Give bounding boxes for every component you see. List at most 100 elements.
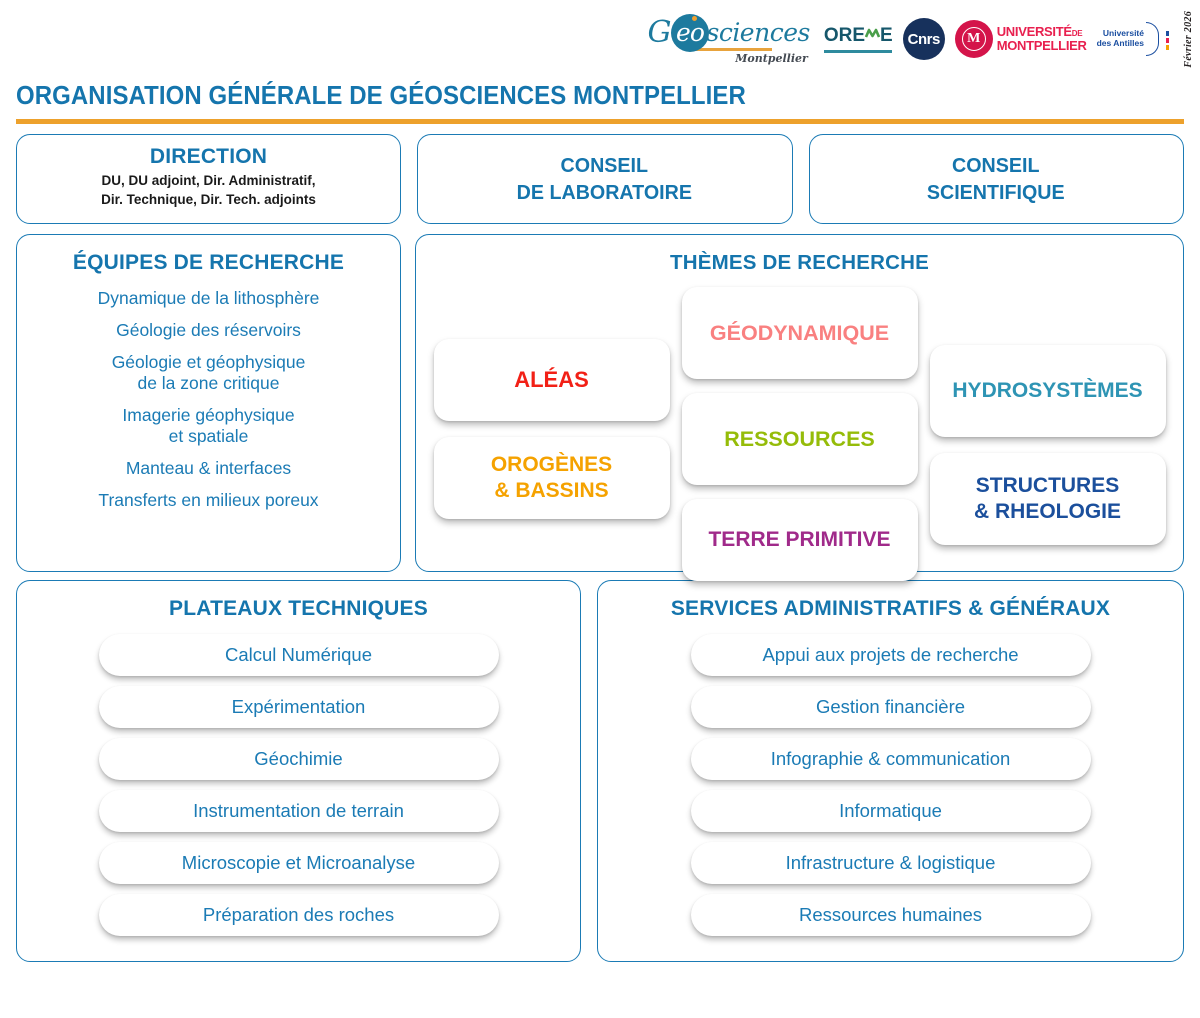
list-item[interactable]: Infographie & communication xyxy=(690,738,1091,780)
theme-card-label-line: & BASSINS xyxy=(494,479,609,502)
list-item[interactable]: Infrastructure & logistique xyxy=(690,842,1091,884)
equipe-item-line: Manteau & interfaces xyxy=(125,458,292,478)
theme-card[interactable]: STRUCTURES& RHEOLOGIE xyxy=(929,453,1166,545)
governance-row: DIRECTION DU, DU adjoint, Dir. Administr… xyxy=(0,124,1200,224)
theme-card-label: GÉODYNAMIQUE xyxy=(710,320,889,346)
geosciences-circle-mark: eo xyxy=(671,13,710,52)
theme-card[interactable]: RESSOURCES xyxy=(681,393,918,485)
theme-card[interactable]: OROGÈNES& BASSINS xyxy=(433,437,670,519)
geosciences-montpellier-logo: G eo sciences Montpellier xyxy=(647,13,814,65)
equipe-item-line: Géologie des réservoirs xyxy=(116,320,301,340)
theme-card[interactable]: ALÉAS xyxy=(433,339,670,421)
universite-de-montpellier-logo: M UNIVERSITÉDE MONTPELLIER xyxy=(954,20,1087,58)
conseil-scientifique-panel[interactable]: CONSEIL SCIENTIFIQUE xyxy=(808,134,1184,224)
equipe-item-line: et spatiale xyxy=(168,426,249,446)
direction-panel[interactable]: DIRECTION DU, DU adjoint, Dir. Administr… xyxy=(16,134,401,224)
geosciences-accent-dot xyxy=(691,15,697,21)
theme-card[interactable]: HYDROSYSTÈMES xyxy=(929,345,1166,437)
list-item-label: Infrastructure & logistique xyxy=(785,852,996,873)
cnrs-logo: Cnrs xyxy=(902,18,945,60)
list-item[interactable]: Informatique xyxy=(690,790,1091,832)
equipes-de-recherche-panel[interactable]: ÉQUIPES DE RECHERCHE Dynamique de la lit… xyxy=(16,234,401,572)
list-item-label: Gestion financière xyxy=(815,696,966,717)
um-seal-letter: M xyxy=(961,27,986,51)
list-item-label: Infographie & communication xyxy=(770,748,1011,769)
page-title: ORGANISATION GÉNÉRALE DE GÉOSCIENCES MON… xyxy=(16,82,746,110)
theme-card-label-line: GÉODYNAMIQUE xyxy=(709,320,890,345)
equipe-item[interactable]: Dynamique de la lithosphère xyxy=(27,288,390,309)
theme-card[interactable]: TERRE PRIMITIVE xyxy=(681,499,918,581)
equipe-item-line: Dynamique de la lithosphère xyxy=(97,288,320,308)
direction-heading: DIRECTION xyxy=(149,145,268,169)
publication-date: Février 2026 xyxy=(1183,10,1194,68)
oreme-text-right: E xyxy=(880,25,893,46)
oreme-wave-svg xyxy=(864,28,881,38)
um-line1-suffix: DE xyxy=(1071,29,1083,39)
oreme-wave-icon xyxy=(864,27,881,41)
um-line1: UNIVERSITÉDE xyxy=(997,25,1087,39)
geosciences-circle-text: eo xyxy=(676,18,705,47)
theme-card-label-line: OROGÈNES xyxy=(490,453,613,477)
list-item[interactable]: Microscopie et Microanalyse xyxy=(98,842,499,884)
equipe-item-line: Géologie et géophysique xyxy=(111,352,306,372)
themes-de-recherche-panel[interactable]: THÈMES DE RECHERCHE ALÉAS OROGÈNES& BASSI… xyxy=(415,234,1184,581)
equipe-item-line: de la zone critique xyxy=(137,373,280,393)
um-line1-text: UNIVERSITÉ xyxy=(996,24,1072,40)
cnrs-wordmark: Cnrs xyxy=(907,30,941,48)
geosciences-lead-letter: G xyxy=(647,14,672,50)
list-item-label: Préparation des roches xyxy=(202,904,395,925)
theme-card-label: OROGÈNES& BASSINS xyxy=(491,452,612,503)
um-line2: MONTPELLIER xyxy=(996,38,1087,53)
conseil-sci-line1: CONSEIL xyxy=(952,153,1040,177)
list-item[interactable]: Préparation des roches xyxy=(98,894,499,936)
list-item[interactable]: Ressources humaines xyxy=(690,894,1091,936)
themes-column-right: HYDROSYSTÈMES STRUCTURES& RHEOLOGIE xyxy=(929,287,1166,545)
themes-panel-title: THÈMES DE RECHERCHE xyxy=(670,251,929,274)
oreme-underline xyxy=(824,50,893,53)
um-seal-icon: M xyxy=(954,20,993,58)
list-item[interactable]: Appui aux projets de recherche xyxy=(690,634,1091,676)
equipe-item[interactable]: Manteau & interfaces xyxy=(27,458,390,479)
theme-card[interactable]: GÉODYNAMIQUE xyxy=(681,287,918,379)
list-item-label: Informatique xyxy=(839,800,942,821)
equipe-item[interactable]: Transferts en milieux poreux xyxy=(27,490,390,511)
conseil-sci-line2: SCIENTIFIQUE xyxy=(927,181,1066,204)
themes-grid: ALÉAS OROGÈNES& BASSINS GÉODYNAMIQUE RESSO… xyxy=(428,287,1171,581)
list-item-label: Expérimentation xyxy=(231,696,366,717)
list-item[interactable]: Gestion financière xyxy=(690,686,1091,728)
direction-subtitle: DU, DU adjoint, Dir. Administratif, Dir.… xyxy=(101,172,316,208)
conseil-scientifique-label: CONSEIL SCIENTIFIQUE xyxy=(927,152,1065,206)
universite-des-antilles-logo: Université des Antilles xyxy=(1097,22,1171,56)
list-item[interactable]: Instrumentation de terrain xyxy=(98,790,499,832)
services-panel-title: SERVICES ADMINISTRATIFS & GÉNÉRAUX xyxy=(670,597,1111,620)
oreme-text-left: ORE xyxy=(823,25,866,46)
list-item[interactable]: Expérimentation xyxy=(98,686,499,728)
theme-card-label: ALÉAS xyxy=(514,367,589,394)
conseil-lab-line2: DE LABORATOIRE xyxy=(517,181,693,204)
antilles-arc-icon xyxy=(1146,22,1159,56)
geosciences-subtitle: Montpellier xyxy=(735,51,808,65)
themes-column-left: ALÉAS OROGÈNES& BASSINS xyxy=(433,287,670,519)
theme-card-label: HYDROSYSTÈMES xyxy=(952,378,1142,404)
theme-card-label-line: STRUCTURES xyxy=(975,474,1120,498)
equipe-item[interactable]: Géologie des réservoirs xyxy=(27,320,390,341)
equipe-item-line: Imagerie géophysique xyxy=(122,405,295,425)
conseil-de-laboratoire-panel[interactable]: CONSEIL DE LABORATOIRE xyxy=(417,134,793,224)
theme-card-label-line: TERRE PRIMITIVE xyxy=(708,528,891,552)
theme-card-label: RESSOURCES xyxy=(724,426,875,452)
oreme-logo: ORE E xyxy=(824,25,893,53)
antilles-line1: Université xyxy=(1102,28,1144,39)
list-item-label: Microscopie et Microanalyse xyxy=(181,852,416,873)
services-administratifs-panel[interactable]: SERVICES ADMINISTRATIFS & GÉNÉRAUX Appui… xyxy=(597,580,1184,962)
equipes-panel-title: ÉQUIPES DE RECHERCHE xyxy=(72,251,345,274)
geosciences-underline xyxy=(687,47,772,51)
theme-card-label-line: RESSOURCES xyxy=(724,426,875,451)
list-item[interactable]: Géochimie xyxy=(98,738,499,780)
list-item[interactable]: Calcul Numérique xyxy=(98,634,499,676)
header-logo-bar: G eo sciences Montpellier ORE E Cnrs M xyxy=(0,0,1200,78)
